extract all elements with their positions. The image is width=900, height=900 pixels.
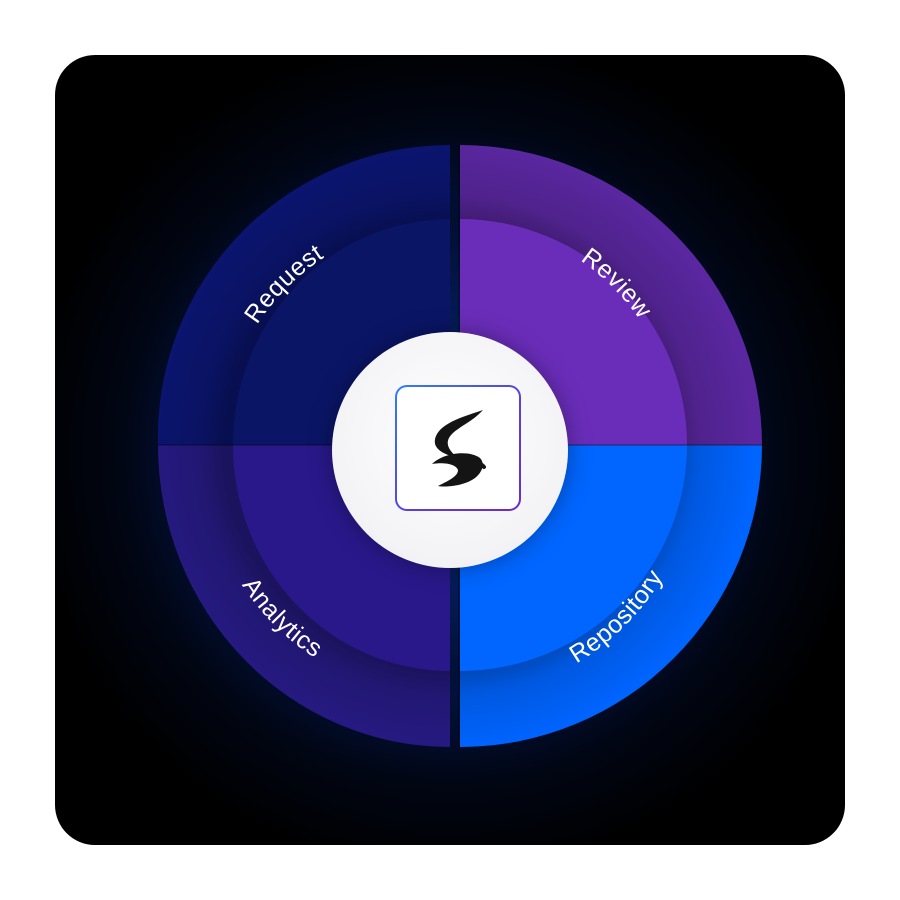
center-logo-background xyxy=(397,387,519,509)
center-logo-frame[interactable] xyxy=(395,385,521,511)
diagram-card: Request Review Analytics Repository xyxy=(55,55,845,845)
s-brand-logo-icon xyxy=(432,410,486,487)
